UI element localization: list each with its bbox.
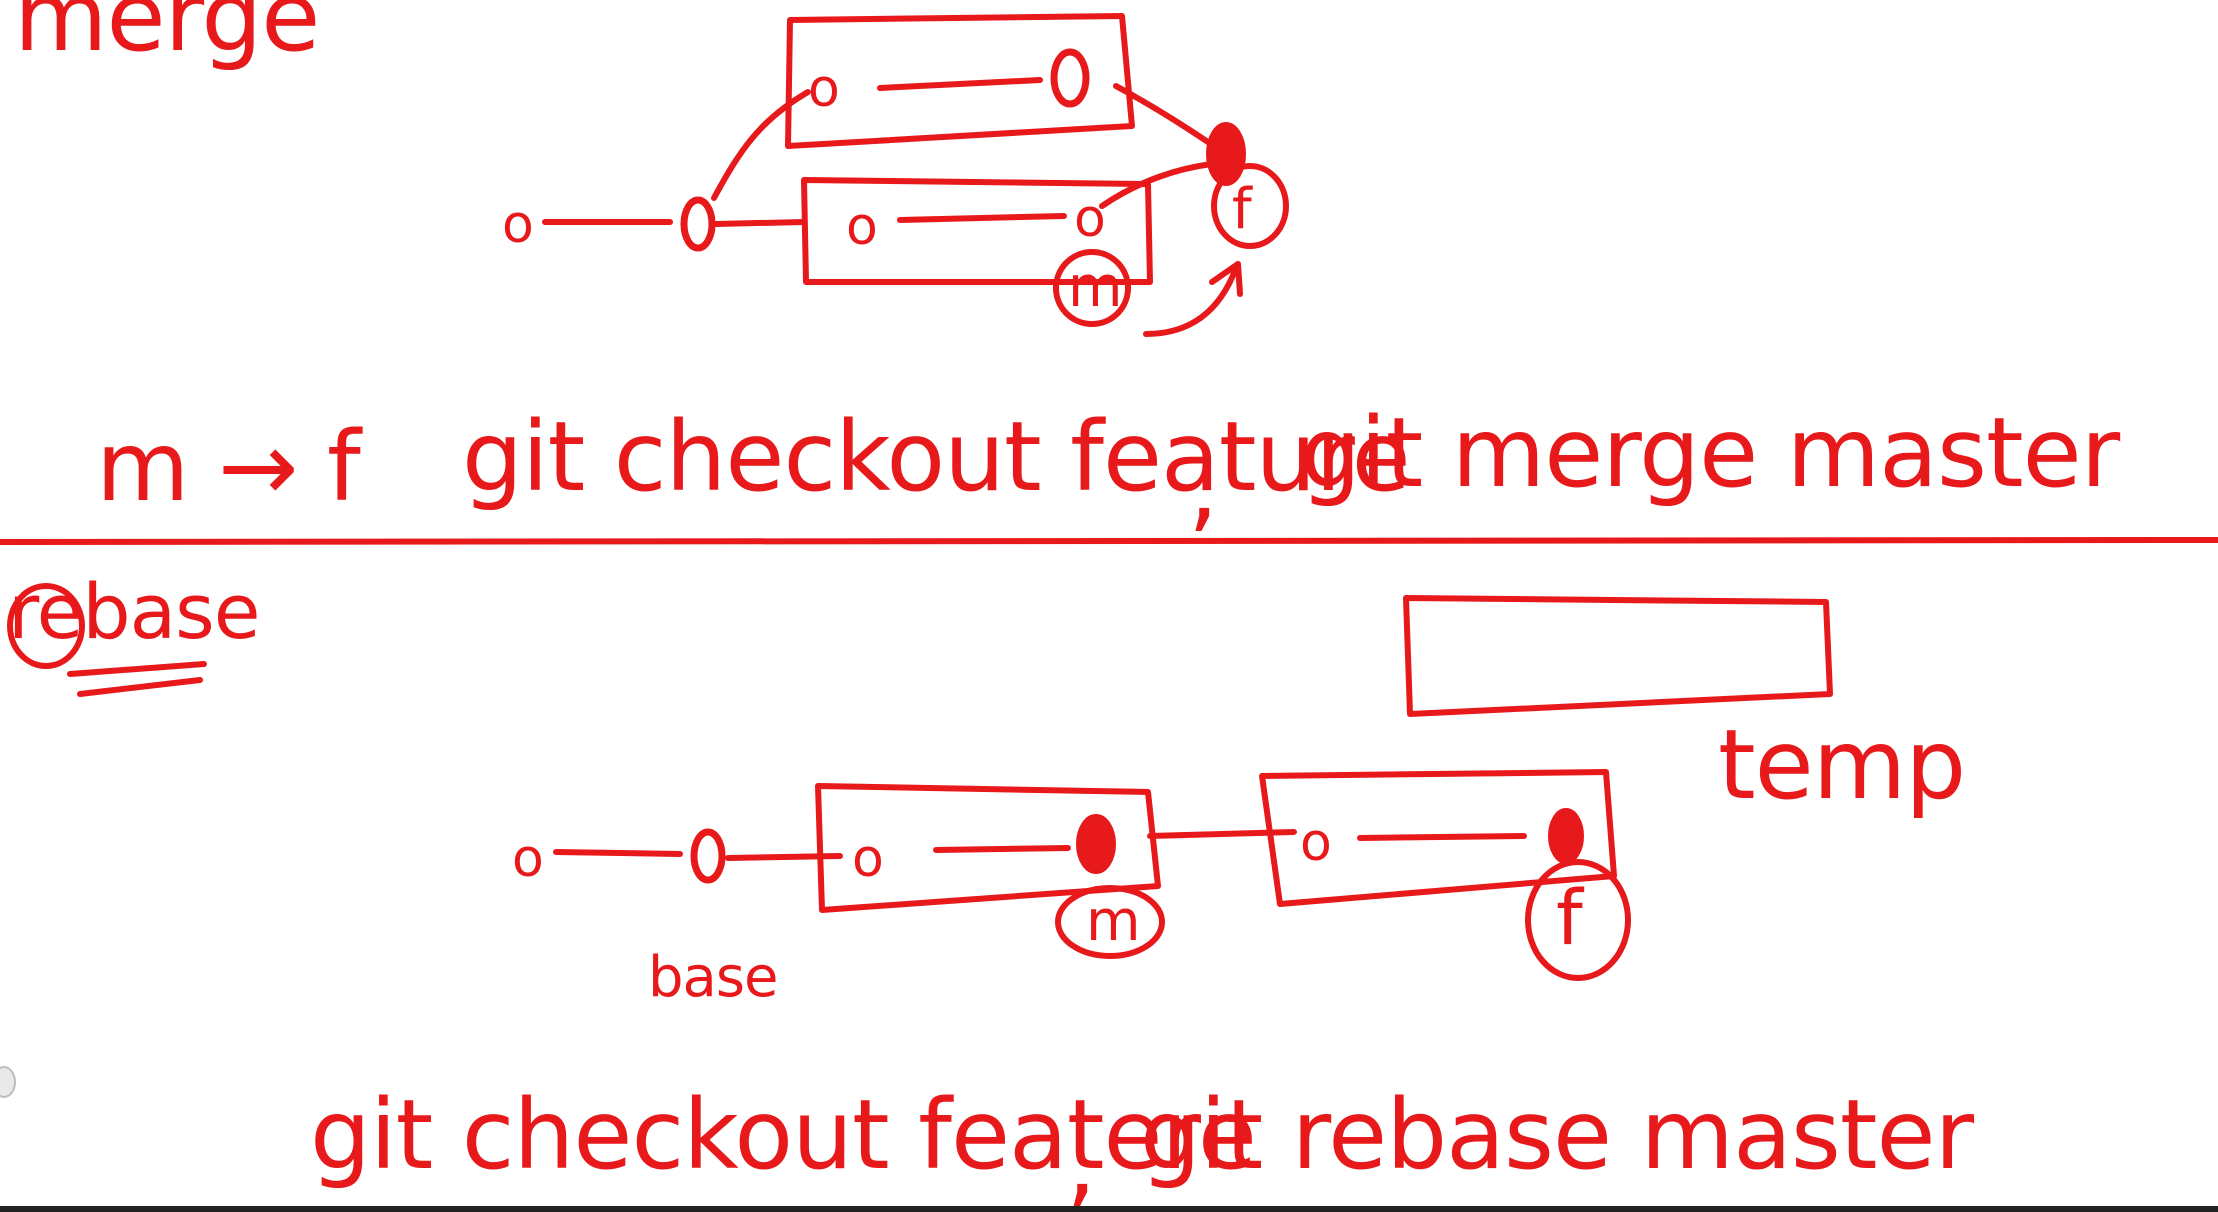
rebase-base-commit [690, 828, 726, 884]
rebase-base-label: base [648, 945, 778, 1010]
merge-master-marker-circle [1053, 249, 1131, 327]
rebase-underline-2 [77, 677, 203, 697]
rebase-master-marker-circle [1055, 885, 1165, 959]
rebase-commit-6 [1548, 808, 1584, 864]
cursor-indicator [0, 1066, 16, 1098]
merge-feature-marker-circle [1211, 163, 1289, 249]
rebase-master-marker: m [1086, 889, 1140, 954]
rebase-command-rebase: git rebase master [1140, 1079, 1975, 1191]
merge-commit-2 [680, 196, 716, 252]
rebase-link-2 [725, 853, 843, 861]
merge-master-marker: m [1068, 255, 1122, 320]
merge-heading: merge [14, 0, 319, 73]
merge-join-upper [1113, 83, 1217, 149]
rebase-commit-3: o [852, 829, 883, 889]
merge-move-arrow [1143, 265, 1239, 337]
merge-commit-3: o [846, 197, 877, 257]
merge-commit-6 [1050, 48, 1090, 108]
rebase-link-4 [1147, 829, 1297, 839]
merge-command-checkout: git checkout feature [462, 401, 1410, 513]
rebase-feature-marker: f [1556, 873, 1585, 962]
rebase-master-branch-box [815, 783, 1161, 913]
rebase-heading-circle [7, 583, 85, 669]
merge-master-branch-box [801, 177, 1153, 285]
rebase-commit-1: o [512, 829, 543, 889]
merge-direction: m → f [96, 411, 363, 523]
merge-feature-marker: f [1232, 177, 1253, 242]
merge-commit-1: o [502, 195, 533, 255]
merge-link-2 [713, 219, 807, 227]
bottom-bar [0, 1206, 2218, 1212]
section-divider [0, 537, 2218, 545]
merge-move-arrowhead [1209, 261, 1243, 297]
rebase-underline-1 [67, 661, 207, 677]
merge-fork-line [711, 89, 811, 201]
merge-commit-4: o [1074, 189, 1105, 249]
rebase-section: rebase temp o base o m o f git ch [7, 567, 1976, 1212]
merge-join-lower [1099, 161, 1215, 209]
rebase-heading: rebase [8, 567, 260, 656]
rebase-command-checkout: git checkout featere [310, 1079, 1256, 1191]
rebase-command-separator: , [1066, 1107, 1096, 1212]
rebase-commit-4 [1076, 814, 1116, 874]
rebase-commit-5: o [1300, 813, 1331, 873]
merge-section: merge o o o o f m m → f [14, 0, 2122, 543]
rebase-temp-label: temp [1718, 709, 1965, 821]
merge-commit-5: o [808, 59, 839, 119]
rebase-link-1 [553, 849, 683, 857]
rebase-link-3 [933, 845, 1071, 853]
rebase-link-5 [1357, 833, 1527, 841]
rebase-temp-box [1403, 595, 1833, 717]
merge-command-merge: git merge master [1300, 397, 2121, 509]
merge-link-5 [877, 77, 1043, 91]
merge-link-3 [897, 213, 1067, 223]
merge-command-separator: , [1188, 431, 1218, 543]
rebase-feature-marker-circle [1525, 859, 1631, 981]
